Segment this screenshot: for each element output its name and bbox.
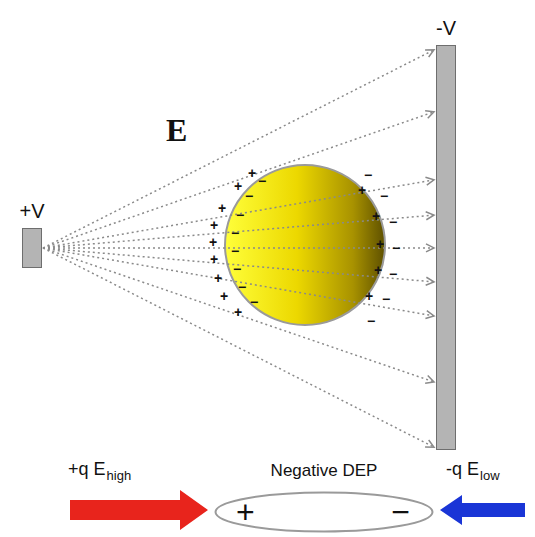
force-label: -q E bbox=[446, 460, 479, 478]
electrode-right: -V bbox=[436, 45, 456, 450]
surface-charge: + bbox=[248, 166, 256, 180]
field-arrowhead bbox=[425, 376, 434, 384]
field-line bbox=[43, 180, 434, 248]
particle-sphere bbox=[225, 165, 385, 325]
surface-charge: + bbox=[234, 179, 242, 193]
field-arrowhead bbox=[426, 277, 434, 285]
charge-sign: − bbox=[391, 496, 410, 528]
field-arrowhead bbox=[425, 311, 434, 319]
surface-charge: − bbox=[364, 168, 372, 182]
force-subscript: high bbox=[107, 469, 132, 482]
field-arrowhead bbox=[426, 212, 434, 220]
voltage-label: -V bbox=[436, 18, 456, 38]
surface-charge: + bbox=[210, 218, 218, 232]
field-arrowhead bbox=[425, 440, 434, 447]
field-line bbox=[43, 50, 434, 248]
field-line bbox=[43, 112, 434, 248]
surface-charge: − bbox=[258, 174, 266, 188]
force-arrow-high bbox=[70, 490, 208, 530]
dep-label: Negative DEP bbox=[271, 462, 378, 479]
surface-charge: − bbox=[245, 189, 253, 203]
surface-charge: + bbox=[209, 235, 217, 249]
dipole-ellipse: +− bbox=[214, 491, 434, 533]
surface-charge: − bbox=[367, 314, 375, 328]
surface-charge: + bbox=[358, 183, 366, 197]
surface-charge: − bbox=[250, 295, 258, 309]
field-line bbox=[43, 248, 434, 382]
force-label: +q E bbox=[68, 460, 106, 478]
force-arrow-low bbox=[440, 495, 525, 525]
surface-charge: + bbox=[376, 237, 384, 251]
surface-charge: − bbox=[389, 215, 397, 229]
field-arrowhead bbox=[425, 111, 434, 119]
surface-charge: − bbox=[382, 292, 390, 306]
surface-charge: − bbox=[389, 267, 397, 281]
surface-charge: − bbox=[236, 208, 244, 222]
field-arrowhead bbox=[426, 244, 434, 252]
force-subscript: low bbox=[480, 469, 500, 482]
surface-charge: − bbox=[231, 226, 239, 240]
charge-sign: + bbox=[236, 496, 255, 528]
field-symbol: E bbox=[166, 114, 187, 146]
electrode-left: +V bbox=[22, 228, 42, 268]
surface-charge: + bbox=[374, 263, 382, 277]
surface-charge: + bbox=[365, 289, 373, 303]
surface-charge: + bbox=[214, 271, 222, 285]
field-line bbox=[43, 248, 434, 447]
surface-charge: − bbox=[233, 262, 241, 276]
surface-charge: + bbox=[218, 201, 226, 215]
voltage-label: +V bbox=[19, 201, 44, 221]
surface-charge: − bbox=[392, 241, 400, 255]
field-arrowhead bbox=[425, 50, 434, 57]
surface-charge: + bbox=[372, 209, 380, 223]
surface-charge: + bbox=[220, 289, 228, 303]
surface-charge: + bbox=[210, 252, 218, 266]
surface-charge: − bbox=[238, 280, 246, 294]
surface-charge: + bbox=[234, 305, 242, 319]
field-arrowhead bbox=[425, 177, 434, 185]
surface-charge: − bbox=[380, 189, 388, 203]
surface-charge: − bbox=[231, 244, 239, 258]
